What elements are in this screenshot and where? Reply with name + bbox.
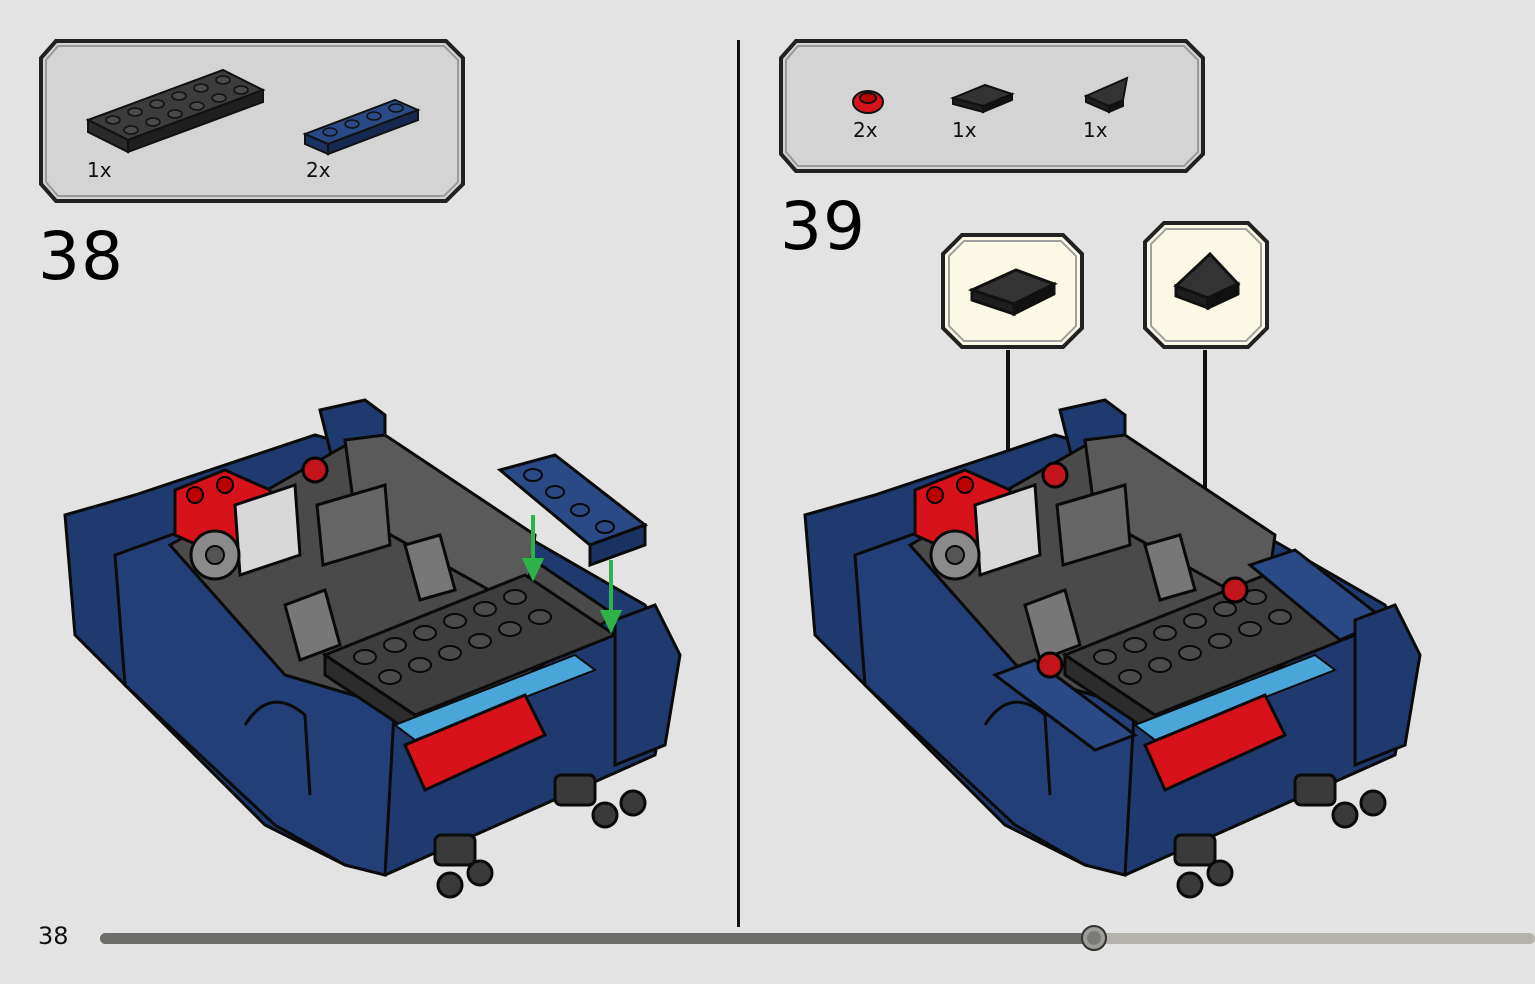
progress-bar[interactable] — [100, 925, 1535, 951]
step-number-38: 38 — [38, 218, 124, 295]
part-qty: 1x — [87, 158, 112, 182]
car-model-step-38 — [63, 398, 682, 899]
panel-frame — [39, 39, 465, 203]
parts-list-panel-step-39: 2x 1x 1x — [778, 38, 1206, 174]
page-number: 38 — [38, 922, 69, 950]
page-divider — [737, 40, 740, 927]
callout-box-left-wedge — [940, 232, 1085, 355]
part-qty: 1x — [1083, 118, 1108, 142]
car-model-step-39 — [803, 350, 1422, 899]
part-qty: 2x — [853, 118, 878, 142]
parts-list-panel-step-38: 1x 2x — [38, 38, 466, 204]
part-qty: 1x — [952, 118, 977, 142]
progress-fill — [100, 933, 1095, 944]
black-wedge-plate-right-icon — [1083, 76, 1129, 114]
red-round-plate-icon — [852, 90, 884, 114]
black-wedge-plate-left-icon — [968, 268, 1058, 317]
black-wedge-plate-right-icon — [1173, 251, 1241, 311]
dark-blue-plate-1x4-icon — [302, 98, 421, 156]
dark-gray-plate-2x6-icon — [85, 68, 266, 154]
black-wedge-plate-left-icon — [950, 83, 1015, 114]
callout-box-right-wedge — [1142, 220, 1270, 355]
progress-knob[interactable] — [1081, 925, 1108, 951]
part-qty: 2x — [306, 158, 331, 182]
step-number-39: 39 — [780, 188, 866, 265]
